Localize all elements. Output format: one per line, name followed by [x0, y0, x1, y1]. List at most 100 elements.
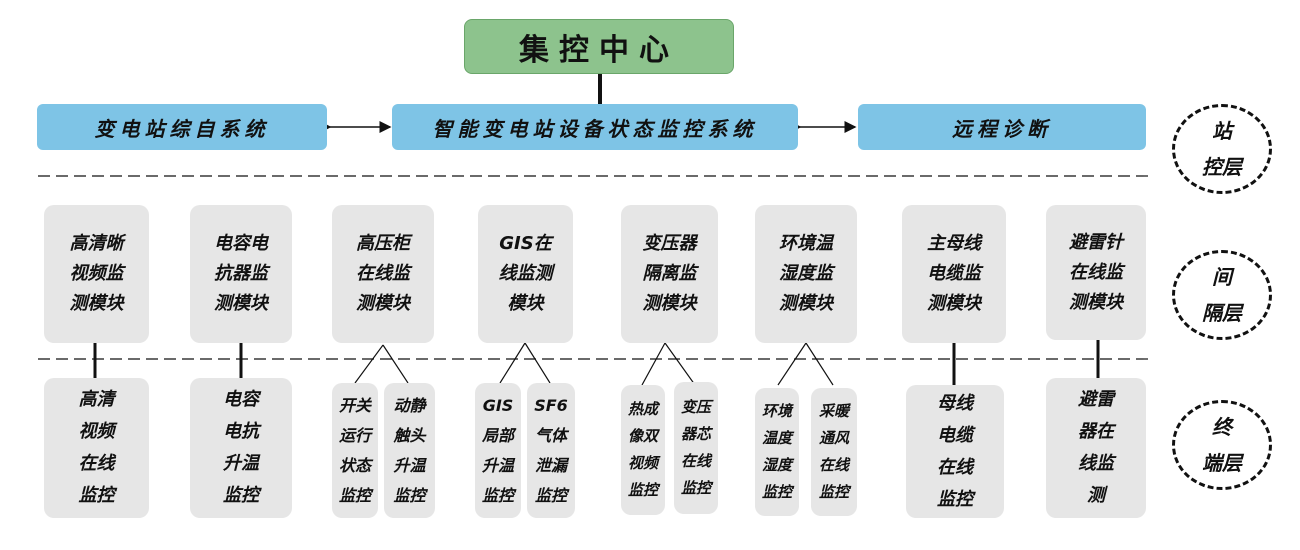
terminal-text: 触头: [393, 425, 426, 445]
terminal-sf6-leak: SF6 气体 泄漏 监控: [527, 383, 575, 518]
module-text: 高压柜: [356, 233, 410, 254]
module-text: 变压器: [642, 233, 697, 254]
terminal-switch-status: 开关 运行 状态 监控: [332, 383, 378, 518]
terminal-text: 测: [1087, 485, 1105, 506]
module-text: 避雷针: [1069, 231, 1123, 253]
module-text: 测模块: [69, 293, 124, 314]
layer-text: 站: [1212, 119, 1232, 143]
terminal-text: 监控: [818, 483, 849, 501]
terminal-contact-temp: 动静 触头 升温 监控: [384, 383, 435, 518]
terminal-thermal-video: 热成 像双 视频 监控: [621, 385, 665, 515]
terminal-text: 局部: [481, 425, 514, 445]
module-text: 测模块: [356, 293, 410, 314]
terminal-text: 热成: [627, 400, 658, 418]
connector-4a: [499, 342, 526, 384]
terminal-text: 动静: [393, 395, 426, 415]
connector-6a: [777, 342, 807, 386]
terminal-text: 器芯: [680, 425, 711, 443]
terminal-text: 通风: [818, 429, 849, 447]
module-text: 线监测: [498, 263, 553, 284]
module-text: 高清晰: [69, 233, 124, 254]
module-text: 抗器监: [214, 263, 268, 284]
layer-text: 隔层: [1202, 301, 1242, 325]
connector-3a: [354, 344, 384, 384]
module-text: 测模块: [642, 293, 697, 314]
terminal-text: 开关: [338, 395, 371, 415]
terminal-text: 视频: [627, 454, 658, 472]
terminal-hd-video: 高清 视频 在线 监控: [44, 378, 149, 518]
terminal-text: 监控: [680, 479, 711, 497]
module-text: 测模块: [927, 293, 981, 314]
terminal-text: 在线: [818, 456, 849, 474]
terminal-text: GIS: [482, 395, 514, 415]
module-lightning-rod: 避雷针 在线监 测模块: [1046, 205, 1146, 340]
terminal-text: 像双: [627, 427, 658, 445]
terminal-layer-label: 终 端层: [1172, 400, 1272, 490]
terminal-text: SF6: [534, 395, 568, 415]
terminal-text: 监控: [534, 485, 567, 505]
connector-3b: [382, 344, 409, 384]
terminal-text: 电缆: [937, 424, 973, 446]
module-text: 环境温: [779, 233, 833, 254]
terminal-transformer-core: 变压 器芯 在线 监控: [674, 382, 718, 514]
terminal-text: 监控: [78, 485, 115, 506]
terminal-text: 升温: [223, 453, 259, 474]
module-text: 视频监: [69, 263, 124, 284]
terminal-text: 母线: [937, 392, 973, 414]
system-right-label: 远程诊断: [952, 116, 1052, 141]
terminal-text: 监控: [761, 483, 792, 501]
terminal-text: 避雷: [1078, 389, 1114, 410]
terminal-text: 监控: [627, 481, 658, 499]
layer-text: 间: [1212, 265, 1232, 289]
bay-layer-label: 间 隔层: [1172, 250, 1272, 340]
control-center-label: 集控中心: [519, 32, 679, 68]
connector-5b: [664, 342, 696, 386]
module-text: 主母线: [927, 233, 981, 254]
terminal-text: 监控: [937, 488, 973, 510]
terminal-text: 在线: [78, 453, 115, 474]
module-text: 测模块: [1069, 291, 1123, 313]
terminal-text: 升温: [393, 455, 426, 475]
module-capacitor-reactor: 电容电 抗器监 测模块: [190, 205, 292, 343]
connector-5a: [641, 342, 666, 386]
module-text: 测模块: [779, 293, 833, 314]
module-text: 湿度监: [779, 263, 833, 284]
terminal-busbar-cable: 母线 电缆 在线 监控: [906, 385, 1004, 518]
station-layer-label: 站 控层: [1172, 104, 1272, 194]
terminal-hvac: 采暖 通风 在线 监控: [811, 388, 857, 516]
control-center-box: 集控中心: [464, 19, 734, 74]
system-left-label: 变电站综自系统: [94, 116, 270, 141]
monitoring-system-box: 智能变电站设备状态监控系统: [392, 104, 798, 150]
terminal-arrester: 避雷 器在 线监 测: [1046, 378, 1146, 518]
terminal-text: 环境: [761, 402, 792, 420]
module-main-busbar: 主母线 电缆监 测模块: [902, 205, 1006, 343]
terminal-text: 温度: [761, 429, 792, 447]
terminal-text: 电抗: [223, 421, 259, 442]
terminal-text: 视频: [78, 421, 115, 442]
terminal-text: 在线: [937, 456, 973, 478]
module-hv-cabinet: 高压柜 在线监 测模块: [332, 205, 434, 343]
terminal-text: 高清: [78, 389, 115, 410]
layer-text: 控层: [1202, 155, 1242, 179]
terminal-text: 泄漏: [534, 455, 567, 475]
connector-6b: [805, 342, 834, 386]
terminal-text: 变压: [680, 398, 711, 416]
module-text: GIS在: [499, 233, 552, 254]
module-gis: GIS在 线监测 模块: [478, 205, 573, 343]
module-text: 电缆监: [927, 263, 981, 284]
module-text: 在线监: [1069, 261, 1123, 283]
terminal-text: 线监: [1078, 453, 1114, 474]
terminal-capacitor: 电容 电抗 升温 监控: [190, 378, 292, 518]
terminal-env-humidity: 环境 温度 湿度 监控: [755, 388, 799, 516]
substation-integrated-system-box: 变电站综自系统: [37, 104, 327, 150]
terminal-text: 监控: [223, 485, 259, 506]
module-text: 隔离监: [642, 263, 697, 284]
module-hd-video: 高清晰 视频监 测模块: [44, 205, 149, 343]
module-text: 模块: [507, 293, 544, 314]
module-text: 测模块: [214, 293, 268, 314]
module-environment: 环境温 湿度监 测模块: [755, 205, 857, 343]
layer-text: 终: [1212, 415, 1232, 439]
connector-4b: [524, 342, 551, 384]
terminal-text: 湿度: [761, 456, 792, 474]
